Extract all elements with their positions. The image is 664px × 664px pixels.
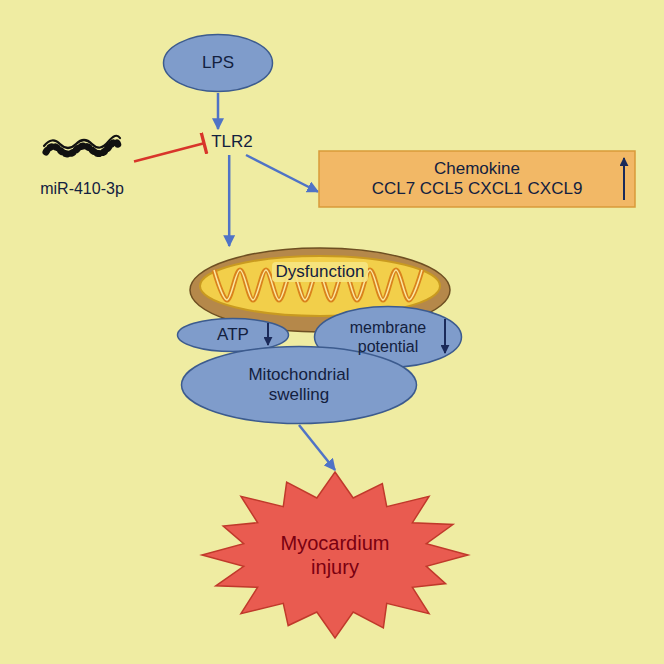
mirna-strand	[44, 136, 120, 154]
activation-arrow	[228, 155, 231, 246]
node-label: Chemokine	[434, 159, 520, 179]
swelling-ellipse: Mitochondrial swelling	[180, 345, 418, 425]
trend-arrow	[267, 323, 269, 345]
injury-starburst: Myocardium injury	[200, 470, 470, 640]
injury-starburst-outline	[200, 470, 470, 640]
node-label: Dysfunction	[272, 262, 369, 282]
node-label: TLR2	[211, 132, 253, 152]
mirna-label: miR-410-3p	[30, 130, 134, 200]
node-label: Myocardium injury	[265, 531, 405, 579]
trend-arrow	[444, 319, 446, 353]
inhibition-line	[134, 143, 204, 161]
activation-arrow	[246, 155, 318, 192]
trend-arrow	[623, 158, 625, 200]
activation-arrow	[299, 425, 335, 470]
node-label: LPS	[202, 53, 234, 73]
chemokine-box: ChemokineCCL7 CCL5 CXCL1 CXCL9	[318, 150, 636, 208]
node-label: membrane potential	[338, 318, 438, 356]
node-body: CCL7 CCL5 CXCL1 CXCL9	[372, 179, 583, 199]
node-label: miR-410-3p	[40, 179, 124, 198]
activation-arrow	[217, 93, 220, 129]
node-label: Mitochondrial swelling	[219, 365, 379, 406]
receptor-label: TLR2	[204, 129, 260, 155]
ligand-ellipse: LPS	[162, 33, 274, 93]
node-label: ATP	[217, 325, 249, 345]
